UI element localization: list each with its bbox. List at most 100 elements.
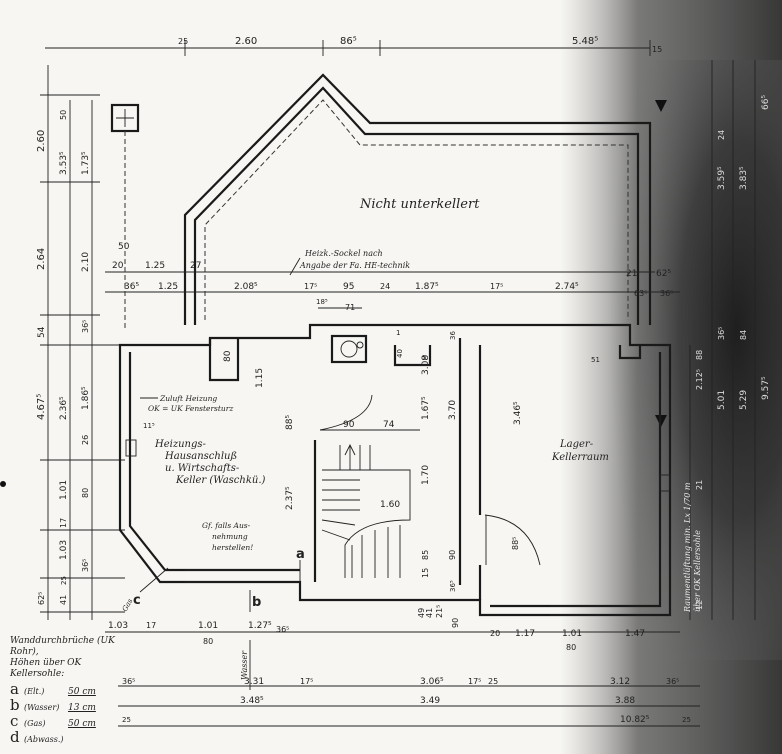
dim-int-115b: 11⁵ [143, 422, 155, 430]
dim-b1-101b: 1.01 [562, 629, 582, 639]
dim-r1-625: 62⁵ [656, 269, 671, 279]
dim-int-885b: 88⁵ [511, 537, 520, 550]
scan-shadow [560, 0, 782, 754]
vent-note-line1: Raumentlüftung min. Lx 1/70 m [683, 482, 692, 613]
heating-supply-note: Zuluft Heizung OK = UK Fenstersturz [140, 394, 233, 413]
socket-note-line2: Angabe der Fa. HE-technik [299, 261, 410, 270]
recess-note: Gf. falls Aus- nehmung herstellen! [202, 521, 253, 552]
dim-r3-185: 18⁵ [316, 298, 328, 306]
legend-item-a: a (Elt.) 50 cm [10, 680, 120, 698]
right-vertical-dimensions: 66⁵ 24 3.59⁵ 3.83⁵ 5.01 5.29 9.57⁵ 2.12⁵… [689, 60, 771, 620]
pipe-label-c: c [133, 593, 141, 608]
vent-note-line2: über OK Kellersohle [693, 530, 702, 612]
legend-letter-d: d [10, 728, 20, 746]
bottom-dimension-row-4: 25 10.82⁵ 25 [118, 715, 700, 727]
dim-top-15: 15 [652, 45, 662, 54]
dim-b2-312: 3.12 [610, 677, 630, 687]
legend-label-c: (Gas) [24, 719, 46, 728]
top-dimension-chain: 25 2.60 86⁵ 5.48⁵ 15 [45, 36, 662, 56]
dim-int-5: 5 [422, 354, 426, 362]
dim-top-5485: 5.48⁵ [572, 36, 598, 47]
dim-r2-125: 1.25 [158, 282, 178, 292]
dim-right-24: 24 [717, 130, 726, 140]
dim-b1-215: 21⁵ [435, 605, 444, 618]
pipe-label-wasser: Wasser [240, 650, 249, 680]
dim-left-25: 25 [60, 576, 68, 585]
dim-int-90b: 90 [448, 550, 457, 560]
heating-supply-line1: Zuluft Heizung [159, 394, 217, 403]
legend-value-c: 50 cm [68, 719, 96, 729]
room-storage-line2: Kellerraum [551, 452, 609, 463]
dim-right-3595: 3.59⁵ [717, 166, 727, 190]
dim-r2-2085: 2.08⁵ [234, 282, 258, 292]
dim-b1-147: 1.47 [625, 629, 645, 639]
dim-left-264: 2.64 [36, 248, 47, 270]
pipe-legend: Wanddurchbrüche (UK Rohr), Höhen über OK… [10, 636, 120, 746]
dim-left-625: 62⁵ [37, 592, 46, 605]
legend-letter-c: c [10, 712, 19, 730]
legend-letter-a: a [10, 680, 19, 698]
legend-value-b: 13 cm [68, 703, 96, 713]
dim-int-74: 74 [383, 420, 395, 430]
dim-b3-388: 3.88 [615, 696, 635, 706]
dim-int-885a: 88⁵ [285, 415, 295, 430]
dim-int-365: 36⁵ [449, 580, 457, 592]
dim-right-501: 5.01 [717, 390, 727, 410]
dim-b1-1275: 1.27⁵ [248, 621, 272, 631]
room-heating-line4: Keller (Waschkü.) [175, 475, 266, 486]
dim-right-529: 5.29 [739, 390, 749, 410]
dim-r2-95: 95 [343, 282, 354, 292]
recess-line3: herstellen! [212, 543, 253, 552]
recess-line1: Gf. falls Aus- [202, 521, 251, 530]
dim-b2-175b: 17⁵ [468, 677, 481, 686]
non-basement-outline [183, 73, 652, 325]
dim-b4-10825: 10.82⁵ [620, 715, 650, 725]
dim-left-17: 17 [59, 518, 68, 528]
room-heating-label: Heizungs- Hausanschluß u. Wirtschafts- K… [154, 439, 266, 486]
dim-int-1675: 1.67⁵ [421, 396, 431, 420]
left-vertical-dimensions: 2.60 2.64 54 4.67⁵ 1.01 1.03 62⁵ 50 3.53… [36, 65, 125, 620]
legend-header-3: Kellersohle: [10, 669, 65, 679]
dim-b1-41: 41 [425, 608, 434, 618]
legend-label-b: (Wasser) [24, 703, 60, 712]
dim-b1-101a: 1.01 [198, 621, 218, 631]
dim-b2-3065: 3.06⁵ [420, 677, 444, 687]
pipe-label-a: a [296, 547, 305, 562]
dim-r1-125: 1.25 [145, 261, 165, 271]
staircase [321, 443, 411, 578]
room-heating-line1: Heizungs- [154, 439, 207, 450]
dim-left-80: 80 [81, 488, 90, 498]
dim-right-365: 36⁵ [717, 327, 726, 340]
vent-note: Raumentlüftung min. Lx 1/70 m über OK Ke… [683, 482, 702, 613]
dim-left-26: 26 [81, 435, 90, 445]
dim-right-665: 66⁵ [761, 95, 771, 110]
dim-int-308: 3.08 [421, 355, 431, 375]
dim-int-40: 40 [396, 349, 404, 358]
legend-label-a: (Elt.) [24, 687, 45, 696]
dim-b4-25b: 25 [682, 716, 691, 724]
dim-b1-90: 90 [451, 618, 460, 628]
dim-r2-635: 63⁵ [634, 289, 647, 298]
dim-b1-49: 49 [417, 608, 426, 618]
bottom-dimension-row-1: 1.03 17 1.01 80 1.27⁵ 36⁵ 49 41 21⁵ 90 2… [105, 605, 680, 652]
dim-int-1: 1 [396, 329, 400, 337]
dim-int-90a: 90 [343, 420, 355, 430]
dim-r2-175a: 17⁵ [304, 282, 317, 291]
dim-left-103: 1.03 [59, 540, 69, 560]
dim-r1-21: 21 [626, 269, 637, 279]
pipe-label-b: b [252, 595, 261, 610]
dim-b1-17: 17 [146, 621, 156, 630]
socket-note: Heizk.-Sockel nach Angabe der Fa. HE-tec… [289, 249, 410, 276]
dim-left-4675: 4.67⁵ [36, 394, 47, 420]
dim-top-865: 86⁵ [340, 36, 357, 47]
dim-left-1865: 1.86⁵ [81, 386, 91, 410]
dim-b1-20: 20 [490, 629, 500, 638]
dim-b1-117: 1.17 [515, 629, 535, 639]
dim-left-210: 2.10 [81, 252, 91, 272]
dim-int-3465: 3.46⁵ [513, 401, 523, 425]
dim-r2-365a: 36⁵ [124, 282, 139, 292]
dim-int-115: 1.15 [255, 368, 265, 388]
basement-walls [118, 323, 672, 617]
dim-right-3835: 3.83⁵ [739, 166, 749, 190]
